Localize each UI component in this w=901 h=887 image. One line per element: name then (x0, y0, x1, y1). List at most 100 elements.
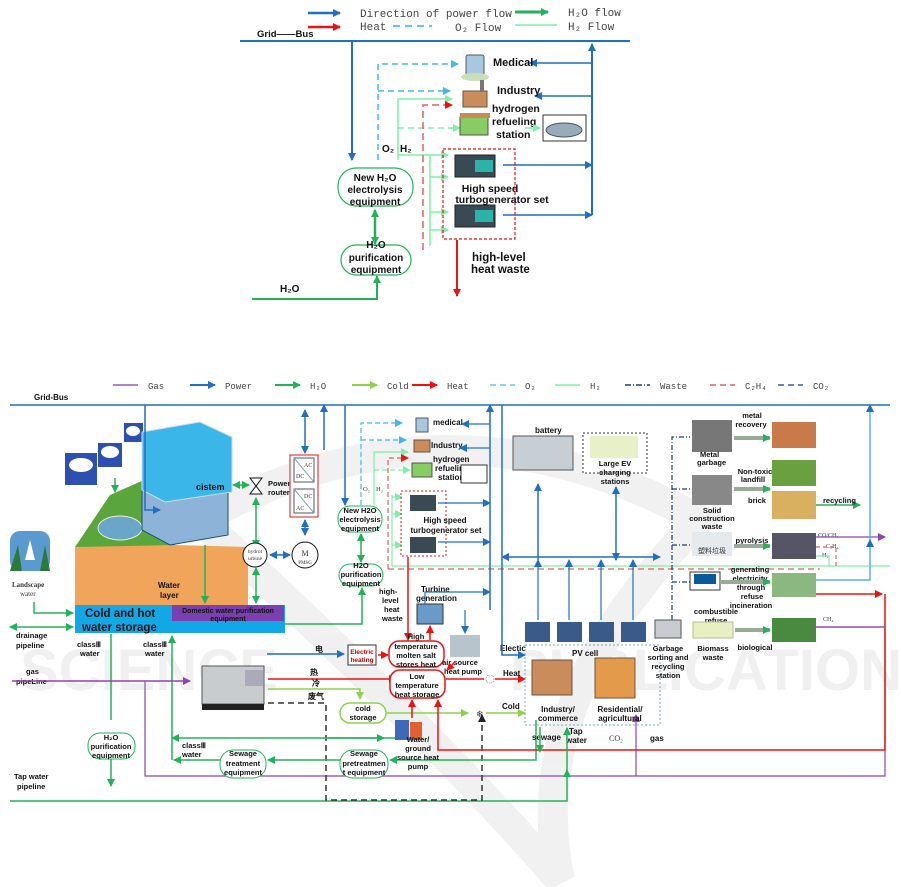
tap-water-line (10, 769, 571, 802)
metal-recovery-label-1: metal (742, 411, 762, 420)
converter-diagonal (293, 488, 315, 514)
sewage-pre-label-3: t equipment (343, 768, 386, 777)
industry-label-bottom: Industry (431, 441, 463, 450)
pyrolysis-label: pyrolysis (736, 536, 769, 545)
valve-icon (249, 477, 263, 495)
plastic-waste-image (692, 532, 732, 556)
sewage-treatment-box (219, 749, 267, 779)
incineration-label-1: generating (731, 565, 770, 574)
electrolysis-label-2: electrolysis (347, 185, 402, 196)
electrolysis-b1: New H2O (344, 506, 377, 515)
garbage-station-icon (654, 619, 682, 639)
pmsg-label-1: M (301, 549, 308, 558)
c2h4-flow-line (422, 101, 453, 250)
legend-c2h4-label: C₂H₄ (745, 382, 767, 392)
heat-to-consumers-label: Heat (503, 669, 521, 678)
h2o-flow-line (33, 602, 74, 617)
cold-to-consumers-label: Cold (502, 702, 520, 711)
metal-garbage-image (692, 420, 732, 452)
pmsg-label-2: PMSG (298, 561, 312, 566)
hydrogen-station-label-2: refueling (492, 116, 536, 128)
medical-building-icon (415, 417, 429, 433)
sewage-label: sewage (532, 733, 561, 742)
h2o-input-line (252, 275, 381, 300)
solid-waste-label-1: Solid (703, 506, 722, 515)
incineration-label-2: electricity (732, 574, 768, 583)
battery-icon (512, 435, 574, 471)
ac-label: AC (296, 506, 304, 512)
domestic-purification-label-1: Domestic water purification (182, 608, 274, 615)
industry-label: Industry (497, 85, 541, 97)
biogas-plant-image (772, 618, 816, 642)
chp-exhaust-label: 废气 (308, 691, 324, 701)
recycling-label: recycling (823, 496, 856, 505)
hydrogen-station-b3: station (438, 473, 464, 482)
molten-salt-label-3: molten salt (396, 651, 436, 660)
heat-exchanger-icon (485, 674, 495, 684)
sewage-pre-label-1: Sewage (350, 749, 378, 758)
sewage-pretreatment-box (339, 749, 389, 779)
hydro-turbine-label-1: hydrot (248, 549, 263, 555)
electric-heating-label-1: Electric (350, 649, 374, 656)
power-flow-line (144, 405, 161, 514)
power-flow-line (424, 588, 491, 604)
tap-pipeline-label-2: pipeline (17, 782, 45, 791)
power-router-label-2: router (268, 488, 290, 497)
air-pump-label-1: air source (442, 658, 478, 667)
molten-salt-label-1: High (408, 632, 425, 641)
turbo-label-1: High speed (462, 183, 519, 195)
fuel-station-icon (459, 113, 490, 136)
ev-label-2: charging (599, 468, 631, 477)
tap-water-label-2: water (565, 736, 587, 745)
o2-flow-line (360, 419, 403, 505)
class3-water-label-c2: water (181, 750, 202, 759)
biomass-waste-image (692, 621, 734, 639)
ground-pump-label-1: Water/ (407, 735, 431, 744)
molten-salt-label-4: stores heat (396, 660, 437, 669)
top-legend: Direction of power flow H₂O flow Heat O₂… (308, 8, 621, 35)
o2-label: O₂ (382, 144, 394, 155)
o2-flow-line (377, 60, 459, 160)
electrolysis-b2: electrolysis (339, 515, 380, 524)
h2-flow-line (373, 448, 409, 505)
fuel-station-icon (411, 462, 433, 478)
h2-label: H₂ (400, 144, 412, 155)
copper-pipe-image (772, 422, 816, 448)
storage-label-1: Cold and hot (85, 608, 155, 620)
factory-icon (413, 439, 431, 453)
ground-heat-pump-icon (395, 720, 422, 740)
hydrogen-station-b1: hydrogen (433, 455, 470, 464)
hydro-turbine-icon (242, 542, 268, 568)
waste-flow-line (671, 436, 690, 620)
chp-elec-label: 电 (315, 644, 323, 654)
rain-cloud-icon (65, 423, 143, 485)
sewage-treatment-label-1: Sewage (229, 749, 257, 758)
gas-consumer-label: gas (650, 734, 664, 743)
garbage-station-label-4: station (656, 671, 681, 680)
turbogenerator-group (442, 148, 516, 240)
co-ch4-label: CO/CH₄ (818, 533, 838, 539)
cold-flow-line (268, 688, 364, 700)
h2-flow-line (391, 495, 890, 567)
heat-waste-b4: waste (381, 614, 403, 623)
generator-icon (410, 495, 436, 511)
h2o-purif-label-1: H₂O (104, 733, 119, 742)
electrolysis-b3: equipment (341, 524, 379, 533)
combustible-label-2: refuse (705, 616, 728, 625)
power-flow-line (501, 640, 526, 659)
dc-label: DC (296, 474, 304, 480)
medical-label: Medical (493, 57, 533, 69)
ch4-label: CH₄ (823, 617, 833, 623)
ev-label-1: Large EV (599, 459, 632, 468)
residential-label-2: agricultural (598, 714, 642, 723)
brick-label: brick (748, 496, 767, 505)
ev-charging-icon (590, 436, 638, 458)
legend-h2o-label: H₂O (310, 382, 326, 392)
sewage-treatment-label-2: treatment (226, 759, 261, 768)
h2o-flow-line (284, 587, 366, 625)
o2-label-bottom: O₂ (363, 486, 370, 493)
landscape-water-icon (10, 531, 50, 571)
low-temp-label-1: Low (410, 672, 425, 681)
pv-panel-row (525, 622, 646, 642)
